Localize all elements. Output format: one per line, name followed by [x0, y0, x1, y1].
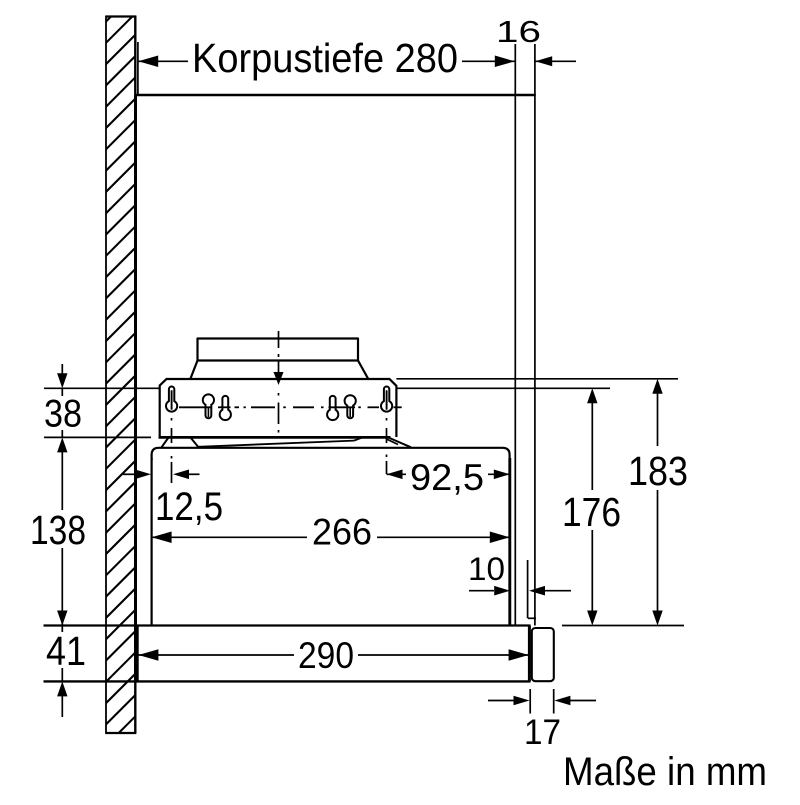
svg-text:138: 138 [30, 507, 86, 553]
svg-text:183: 183 [628, 448, 688, 494]
svg-text:176: 176 [562, 489, 621, 535]
svg-text:266: 266 [312, 512, 372, 553]
svg-text:10: 10 [468, 551, 505, 587]
svg-text:12,5: 12,5 [155, 485, 223, 529]
svg-text:17: 17 [524, 713, 561, 752]
svg-text:290: 290 [298, 635, 354, 676]
svg-text:41: 41 [46, 628, 86, 674]
svg-text:38: 38 [44, 393, 82, 436]
svg-text:92,5: 92,5 [410, 457, 484, 498]
svg-text:Korpustiefe 280: Korpustiefe 280 [192, 35, 458, 81]
svg-text:16: 16 [496, 14, 541, 49]
svg-text:Maße in mm: Maße in mm [563, 750, 767, 794]
